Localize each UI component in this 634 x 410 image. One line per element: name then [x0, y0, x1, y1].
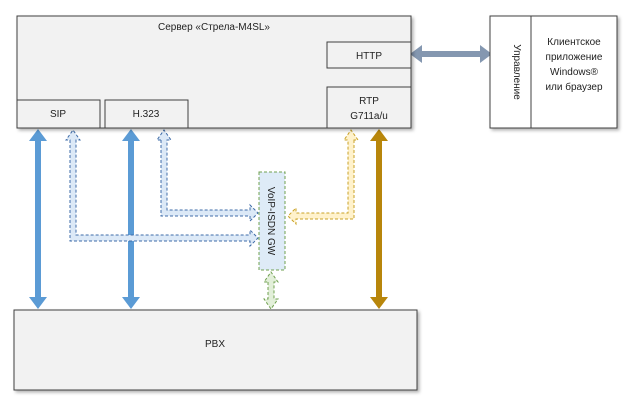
http-module	[326, 41, 412, 69]
client-app-line2: приложение	[546, 52, 603, 63]
h323-to-gateway-dashed-arrow	[156, 129, 259, 223]
server-title: Сервер «Стрела-M4SL»	[158, 22, 270, 33]
client-app-line4: или браузер	[545, 81, 603, 93]
h323-signaling-arrow	[122, 129, 140, 309]
pbx-box: PBX	[13, 309, 418, 391]
rtp-to-gateway-dashed-arrow	[287, 129, 359, 226]
gateway-label: VoIP-ISDN GW	[265, 187, 276, 256]
pbx-label: PBX	[205, 339, 225, 350]
sip-label: SIP	[50, 109, 66, 120]
sip-to-gateway-dashed-arrow	[65, 129, 259, 248]
gateway-to-pbx-dashed-arrow	[263, 271, 279, 310]
h323-label: H.323	[133, 109, 160, 120]
h323-module	[104, 99, 189, 129]
rtp-media-arrow	[370, 129, 388, 309]
sip-signaling-arrow	[29, 129, 47, 309]
http-label: HTTP	[356, 51, 382, 62]
client-app-line3: Windows®	[550, 67, 599, 78]
http-control-arrow	[410, 45, 492, 63]
rtp-codec-label: G711a/u	[350, 111, 388, 122]
sip-module	[16, 99, 101, 129]
control-label: Управление	[511, 44, 522, 100]
client-app-line1: Клиентское	[547, 37, 601, 48]
client-box: Управление Клиентское приложение Windows…	[489, 15, 618, 129]
server-box: Сервер «Стрела-M4SL» HTTP SIP H.323 RTP …	[16, 15, 412, 129]
rtp-module	[326, 86, 412, 129]
rtp-label: RTP	[359, 96, 379, 107]
voip-isdn-gateway: VoIP-ISDN GW	[258, 171, 286, 271]
